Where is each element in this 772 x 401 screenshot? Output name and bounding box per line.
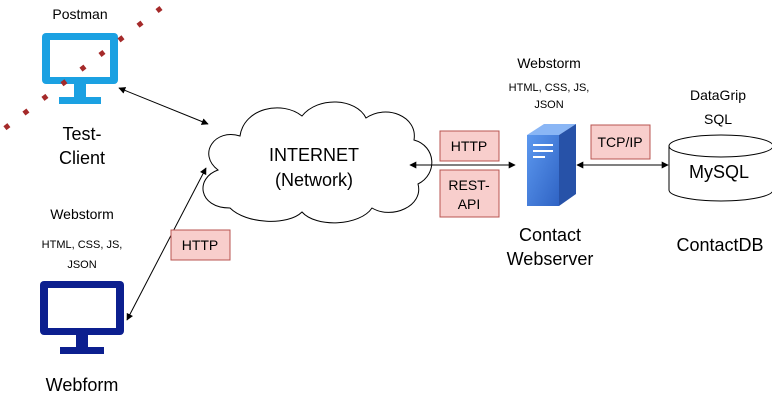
webform-monitor-icon bbox=[40, 281, 124, 354]
db-tool-label-line1: DataGrip bbox=[690, 87, 746, 103]
internet-label-line1: INTERNET bbox=[269, 145, 359, 165]
webform-tech-line2: JSON bbox=[67, 259, 96, 271]
db-tcpip-label: TCP/IP bbox=[597, 134, 642, 150]
webform-tech-line1: HTML, CSS, JS, bbox=[42, 239, 123, 251]
rest-api-label-line1: REST- bbox=[448, 177, 490, 193]
test-client-label-line1: Test- bbox=[62, 124, 101, 144]
webform-http-label: HTTP bbox=[182, 237, 219, 253]
webform-label: Webform bbox=[46, 375, 119, 395]
strike-through-line bbox=[0, 6, 163, 134]
webserver-label-line1: Contact bbox=[519, 225, 581, 245]
rest-api-label-line2: API bbox=[458, 196, 481, 212]
webform-tool-label: Webstorm bbox=[50, 206, 114, 222]
webform-http-badge: HTTP bbox=[170, 229, 231, 261]
test-client-tool-label: Postman bbox=[52, 6, 107, 22]
server-http-badge: HTTP bbox=[439, 130, 500, 162]
test-client-label-line2: Client bbox=[59, 148, 105, 168]
db-tcpip-badge: TCP/IP bbox=[590, 124, 651, 160]
db-name-label: ContactDB bbox=[676, 235, 763, 255]
db-engine-label: MySQL bbox=[689, 162, 749, 182]
webserver-tech-line1: HTML, CSS, JS, bbox=[509, 82, 590, 94]
test-client-internet-link bbox=[118, 87, 209, 125]
server-http-label: HTTP bbox=[451, 138, 488, 154]
test-client-monitor-icon bbox=[42, 33, 118, 104]
internet-label-line2: (Network) bbox=[275, 170, 353, 190]
internet-cloud-icon bbox=[202, 101, 433, 224]
webserver-tool-label: Webstorm bbox=[517, 55, 581, 71]
server-tower-icon bbox=[527, 124, 576, 206]
webform-internet-link bbox=[126, 167, 207, 321]
webserver-tech-line2: JSON bbox=[534, 99, 563, 111]
server-rest-api-badge: REST- API bbox=[439, 169, 500, 218]
database-cylinder-icon bbox=[668, 134, 772, 202]
db-tool-label-line2: SQL bbox=[704, 111, 732, 127]
webserver-label-line2: Webserver bbox=[507, 249, 594, 269]
